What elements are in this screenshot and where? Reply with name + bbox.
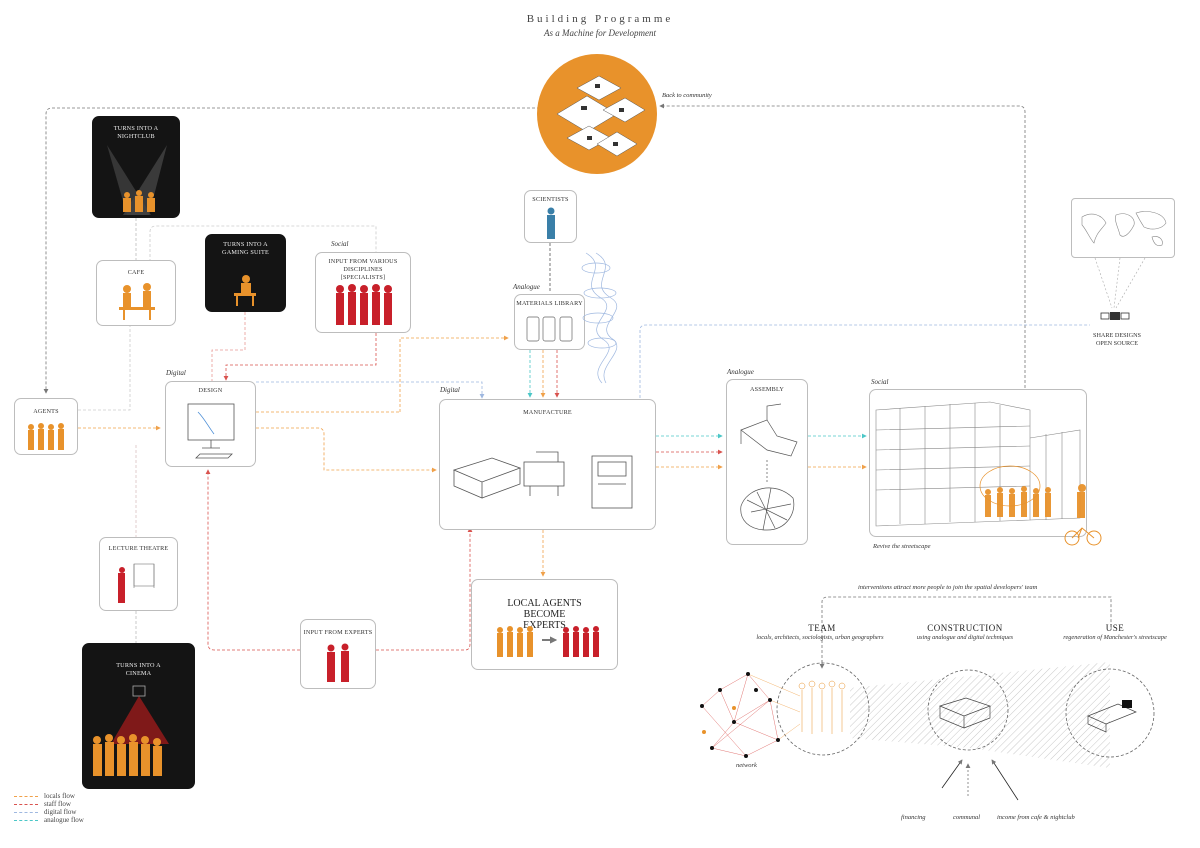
- computer-illustration: [187, 403, 235, 459]
- legend-label-locals: locals flow: [44, 792, 75, 800]
- agents-node[interactable]: AGENTS: [14, 398, 78, 455]
- input-specialists-label: INPUT FROM VARIOUS DISCIPLINES [SPECIALI…: [328, 258, 398, 281]
- world-map-illustration: [1081, 211, 1167, 247]
- analogue-category-label-2: Analogue: [727, 368, 754, 376]
- experts-node[interactable]: INPUT FROM EXPERTS: [300, 619, 376, 689]
- legend-swatch-locals: [14, 795, 38, 797]
- nightclub-label: TURNS INTO A NIGHTCLUB: [113, 125, 159, 140]
- materials-library-label: MATERIALS LIBRARY: [516, 300, 583, 307]
- input-specialists-node[interactable]: INPUT FROM VARIOUS DISCIPLINES [SPECIALI…: [315, 252, 411, 333]
- assembly-node[interactable]: ASSEMBLY: [726, 379, 808, 545]
- community-isometric-illustration: [556, 75, 646, 157]
- cinema-node[interactable]: TURNS INTO A CINEMA: [82, 643, 195, 789]
- construction-subheading: using analogue and digital techniques: [916, 634, 1014, 641]
- construction-heading: CONSTRUCTION: [927, 623, 1003, 633]
- scientists-node[interactable]: SCIENTISTS: [524, 190, 577, 243]
- revive-streetscape-label: Revive the streetscape: [873, 543, 931, 550]
- page-title: Building Programme: [526, 13, 674, 25]
- jars-illustration: [526, 316, 573, 342]
- analogue-category-label: Analogue: [513, 283, 540, 291]
- team-intro-text: interventions attract more people to joi…: [858, 584, 1038, 591]
- experts-label: INPUT FROM EXPERTS: [303, 629, 373, 636]
- digital-category-label: Digital: [166, 369, 186, 377]
- legend-swatch-staff: [14, 803, 38, 805]
- materials-library-node[interactable]: MATERIALS LIBRARY: [514, 294, 585, 350]
- scientist-illustration: [547, 207, 555, 239]
- manufacture-node[interactable]: MANUFACTURE: [439, 399, 656, 530]
- satellite-icon: [1100, 312, 1130, 320]
- digital-category-label-2: Digital: [440, 386, 460, 394]
- transformation-illustration: [497, 626, 599, 657]
- network-label: network: [736, 762, 757, 769]
- community-circle: [537, 54, 657, 174]
- cinema-illustration: [93, 685, 169, 776]
- streetscape-illustration: [875, 401, 1086, 527]
- social-category-label-2: Social: [871, 378, 889, 386]
- legend-label-analogue: analogue flow: [44, 816, 84, 824]
- scientists-label: SCIENTISTS: [532, 196, 569, 203]
- design-node[interactable]: DESIGN: [165, 381, 256, 467]
- local-agents-experts-label: LOCAL AGENTS BECOME EXPERTS: [507, 598, 582, 631]
- gaming-illustration: [234, 275, 256, 306]
- team-construction-use-diagram: [700, 662, 1155, 801]
- twisted-sculpture-illustration: [581, 252, 618, 384]
- agents-illustration: [28, 423, 64, 450]
- legend-item-digital: digital flow: [14, 808, 76, 816]
- assembly-label: ASSEMBLY: [750, 386, 784, 393]
- flow-back-community: [659, 103, 1026, 388]
- legend-swatch-analogue: [14, 819, 38, 821]
- share-designs-label: SHARE DESIGNS OPEN SOURCE: [1093, 332, 1141, 347]
- design-label: DESIGN: [198, 387, 223, 394]
- use-subheading: regeneration of Manchester's streetscape: [1063, 634, 1167, 641]
- agents-label: AGENTS: [33, 408, 59, 415]
- back-to-community-label: Back to community: [662, 92, 712, 99]
- communal-label: communal: [953, 814, 981, 821]
- nightclub-illustration: [107, 145, 167, 215]
- gaming-label: TURNS INTO A GAMING SUITE: [222, 241, 269, 256]
- cafe-illustration: [119, 283, 155, 320]
- legend-item-locals: locals flow: [14, 792, 75, 800]
- manufacture-label: MANUFACTURE: [523, 409, 572, 416]
- world-map-node[interactable]: [1071, 198, 1175, 258]
- cinema-label: TURNS INTO A CINEMA: [116, 662, 161, 677]
- experts-illustration: [327, 643, 349, 682]
- machines-illustration: [452, 451, 633, 509]
- streetscape-node[interactable]: [869, 389, 1087, 537]
- specialists-illustration: [336, 284, 392, 325]
- cafe-label: CAFE: [127, 269, 145, 276]
- team-subheading: locals, architects, sociologists, urban …: [756, 634, 884, 641]
- lecture-illustration: [118, 563, 155, 603]
- team-heading: TEAM: [808, 623, 836, 633]
- financing-label: financing: [901, 814, 926, 821]
- legend-label-digital: digital flow: [44, 808, 77, 816]
- income-label: income from cafe & nightclub: [997, 814, 1075, 821]
- use-heading: USE: [1105, 623, 1125, 633]
- gaming-node[interactable]: TURNS INTO A GAMING SUITE: [205, 234, 286, 312]
- social-category-label: Social: [331, 240, 349, 248]
- flow-community-agents: [43, 107, 540, 394]
- lecture-theatre-node[interactable]: LECTURE THEATRE: [99, 537, 178, 611]
- cafe-node[interactable]: CAFE: [96, 260, 176, 326]
- legend-item-analogue: analogue flow: [14, 816, 84, 824]
- assembly-illustration: [740, 403, 798, 531]
- legend-item-staff: staff flow: [14, 800, 71, 808]
- lecture-theatre-label: LECTURE THEATRE: [108, 545, 169, 552]
- legend-swatch-digital: [14, 811, 38, 813]
- page-subtitle: As a Machine for Development: [544, 28, 656, 38]
- local-agents-experts-node[interactable]: LOCAL AGENTS BECOME EXPERTS: [471, 579, 618, 670]
- legend-label-staff: staff flow: [44, 800, 71, 808]
- bicycle-icon: [1064, 527, 1102, 546]
- nightclub-node[interactable]: TURNS INTO A NIGHTCLUB: [92, 116, 180, 218]
